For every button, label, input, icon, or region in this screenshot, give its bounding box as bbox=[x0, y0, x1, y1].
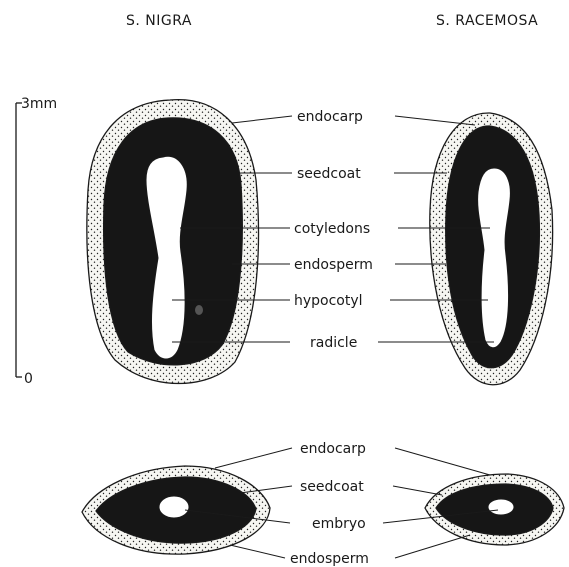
label-endosperm-longitudinal: endosperm bbox=[294, 257, 373, 273]
label-radicle: radicle bbox=[310, 335, 357, 351]
racemosa-transverse-section bbox=[425, 474, 564, 545]
nigra-transverse-section bbox=[82, 466, 270, 554]
title-s-racemosa: S. RACEMOSA bbox=[436, 13, 538, 29]
label-embryo: embryo bbox=[312, 516, 366, 532]
label-endocarp-longitudinal: endocarp bbox=[297, 109, 363, 125]
label-seedcoat-longitudinal: seedcoat bbox=[297, 166, 361, 182]
scale-bar bbox=[16, 103, 22, 377]
title-s-nigra: S. NIGRA bbox=[126, 13, 192, 29]
label-seedcoat-transverse: seedcoat bbox=[300, 479, 364, 495]
nigra-transverse-embryo bbox=[159, 496, 189, 518]
label-endocarp-transverse: endocarp bbox=[300, 441, 366, 457]
scale-label-3mm: 3mm bbox=[21, 96, 57, 112]
label-hypocotyl: hypocotyl bbox=[294, 293, 363, 309]
racemosa-longitudinal-section bbox=[430, 113, 553, 385]
nigra-longitudinal-section bbox=[87, 100, 259, 384]
racemosa-transverse-embryo bbox=[488, 499, 514, 515]
scale-label-zero: 0 bbox=[24, 371, 33, 387]
label-endosperm-transverse: endosperm bbox=[290, 551, 369, 567]
label-cotyledons: cotyledons bbox=[294, 221, 370, 237]
